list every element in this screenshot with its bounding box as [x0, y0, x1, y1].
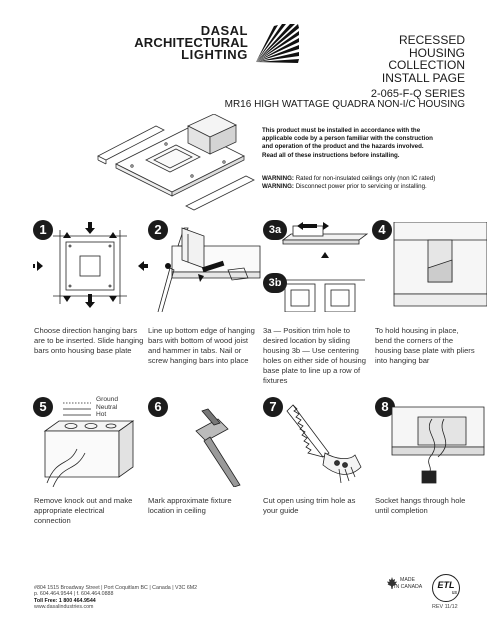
warnings: WARNING: Rated for non-insulated ceiling…	[262, 175, 482, 191]
brand-line-2: ARCHITECTURAL	[134, 35, 248, 50]
header-title-line-4: INSTALL PAGE	[381, 70, 465, 85]
company-tollfree: Toll Free: 1 800 464.9544	[34, 597, 96, 604]
step-4-illustration	[393, 222, 487, 307]
step-2-illustration	[157, 227, 261, 312]
notice-line-3: and operation of the product and the haz…	[262, 143, 424, 151]
step-6-text: Mark approximate fixture location in cei…	[148, 496, 232, 515]
brand-logo: DASAL ARCHITECTURAL LIGHTING	[110, 22, 300, 68]
step-7-text: Cut open using trim hole as your guide	[263, 496, 356, 515]
notice-line-2: applicable code by a person familiar wit…	[262, 135, 433, 143]
step-4-text: To hold housing in place, bend the corne…	[375, 326, 475, 365]
company-contact: #804 1515 Broadway Street | Port Coquitl…	[34, 585, 294, 611]
warning-2-text: Disconnect power prior to servicing or i…	[295, 183, 427, 191]
warning-1: WARNING: Rated for non-insulated ceiling…	[262, 175, 482, 183]
step-3a-badge: 3a	[263, 220, 287, 240]
company-address: #804 1515 Broadway Street | Port Coquitl…	[34, 585, 198, 591]
header-title-line-3: COLLECTION	[388, 58, 465, 72]
step-2-text: Line up bottom edge of hanging bars with…	[148, 326, 255, 365]
warning-1-text: Rated for non-insulated ceilings only (n…	[295, 175, 436, 182]
etl-mark-text: ETL	[437, 580, 455, 590]
step-3-text: 3a — Position trim hole to desired locat…	[263, 326, 367, 385]
step-7-illustration	[286, 404, 362, 484]
step-4-badge: 4	[372, 220, 392, 240]
made-line-2: IN CANADA	[394, 584, 423, 590]
step-6-badge: 6	[148, 397, 168, 417]
step-8-badge: 8	[375, 397, 395, 417]
brand-line-3: LIGHTING	[181, 47, 248, 62]
step-2-badge: 2	[148, 220, 168, 240]
made-line-1: MADE	[400, 577, 415, 583]
series-label: 2-065-F-Q SERIES	[370, 88, 465, 100]
housing-product-illustration	[97, 114, 255, 211]
step-5-illustration	[43, 402, 135, 487]
step-7-badge: 7	[263, 397, 283, 417]
step-8-illustration	[391, 406, 485, 484]
brand-line-1: DASAL	[200, 23, 248, 38]
step-1-badge: 1	[33, 220, 53, 240]
step-6-illustration	[195, 408, 241, 487]
notice-line-1: This product must be installed in accord…	[262, 127, 421, 134]
maple-leaf-icon	[387, 577, 397, 589]
step-8-text: Socket hangs through hole until completi…	[375, 496, 466, 515]
product-subtitle: MR16 HIGH WATTAGE QUADRA NON-I/C HOUSING	[224, 99, 465, 110]
step-5-text: Remove knock out and make appropriate el…	[34, 496, 133, 525]
wire-ground-label: Ground	[96, 396, 118, 403]
step-1-text: Choose direction hanging bars are to be …	[34, 326, 144, 355]
company-phone: p. 604.464.9544 | f. 604.464.0888	[34, 591, 114, 598]
company-website-link[interactable]: www.dasalindustries.com	[34, 604, 94, 611]
step-1-illustration	[33, 222, 148, 308]
install-notice: This product must be installed in accord…	[262, 127, 477, 160]
notice-line-4: Read all of these instructions before in…	[262, 151, 400, 159]
warning-1-label: WARNING:	[262, 175, 294, 182]
step-3-illustration	[275, 222, 369, 312]
etl-mark-sub: us	[451, 590, 457, 596]
header-title: RECESSED HOUSING COLLECTION INSTALL PAGE	[382, 34, 465, 84]
step-5-badge: 5	[33, 397, 53, 417]
warning-2-label: WARNING:	[262, 183, 294, 191]
wire-hot-label: Hot	[96, 411, 107, 419]
wire-legend: Ground Neutral Hot	[96, 396, 118, 419]
revision-label: REV 11/12	[432, 604, 458, 610]
sunburst-icon	[256, 24, 299, 63]
wire-neutral-label: Neutral	[96, 403, 118, 411]
warning-2: WARNING: Disconnect power prior to servi…	[262, 183, 482, 191]
header-title-line-1: RECESSED	[398, 33, 465, 47]
header-title-line-2: HOUSING	[408, 45, 465, 60]
made-in-canada-badge: MADE IN CANADA	[386, 575, 424, 601]
etl-certification-mark: ETL us	[432, 574, 460, 602]
